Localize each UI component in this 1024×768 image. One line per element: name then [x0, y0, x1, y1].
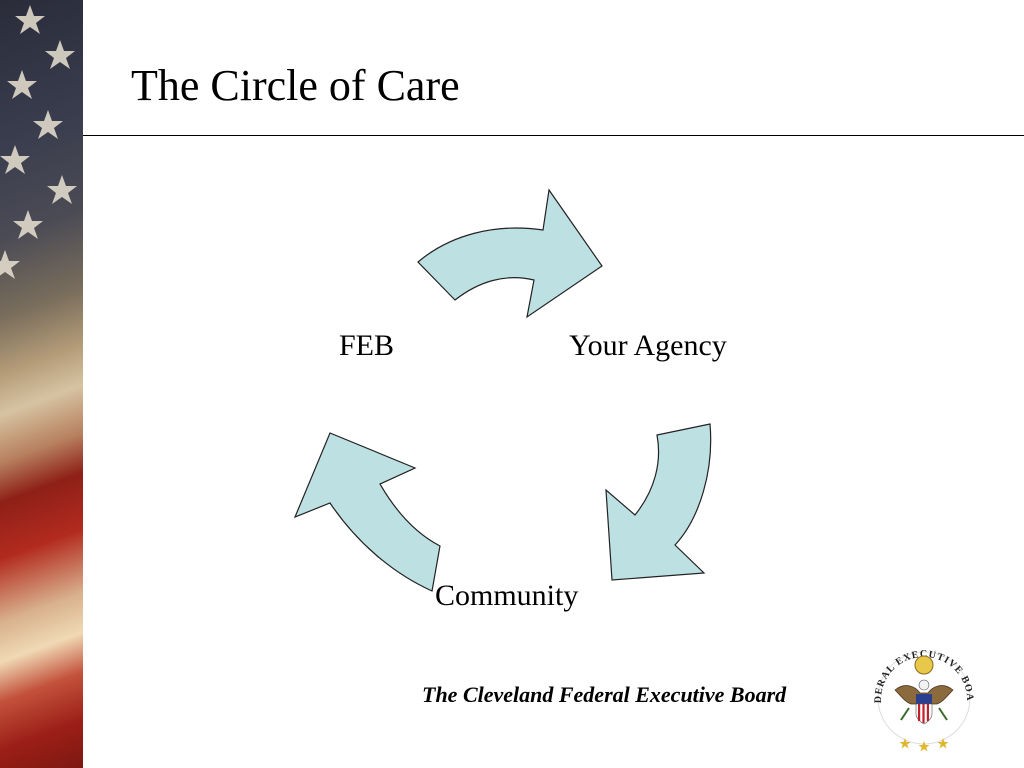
flag-stars — [0, 5, 77, 279]
flag-image — [0, 0, 83, 768]
cycle-arrow-feb-to-agency — [417, 188, 603, 319]
node-feb: FEB — [339, 329, 395, 362]
feb-seal-logo: FEDERAL EXECUTIVE BOARD — [865, 638, 974, 752]
slide-title: The Circle of Care — [131, 61, 460, 110]
footer-organization: The Cleveland Federal Executive Board — [422, 682, 787, 707]
title-divider — [83, 135, 1024, 136]
cycle-arrow-agency-to-community — [605, 423, 712, 581]
cycle-arrow-community-to-feb — [293, 432, 441, 592]
node-your-agency: Your Agency — [569, 329, 727, 362]
node-community: Community — [435, 579, 579, 612]
